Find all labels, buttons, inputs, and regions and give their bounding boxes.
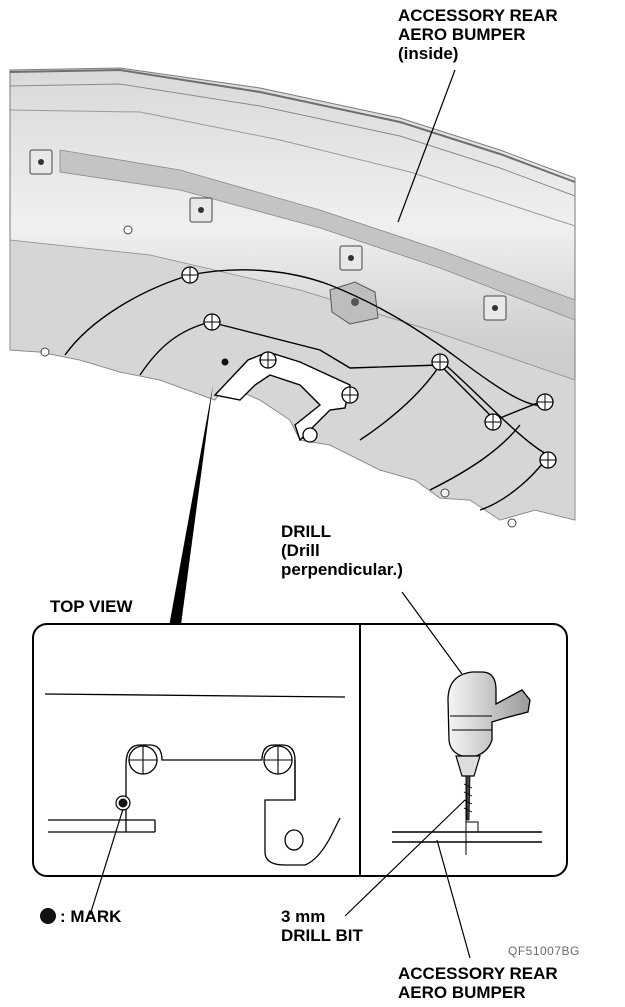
- mark-legend-label: : MARK: [60, 907, 122, 926]
- drill-label: DRILL (Drill perpendicular.): [281, 522, 403, 579]
- drill-icon: [392, 671, 542, 855]
- callout-pointer: [168, 385, 213, 632]
- detail-box: [32, 623, 568, 877]
- drill-bit-label: 3 mm DRILL BIT: [281, 907, 363, 945]
- bumper-body: [9, 67, 576, 528]
- mark-dot-icon: [221, 358, 229, 366]
- mark-dot-icon: [40, 908, 56, 924]
- mark-dot-icon: [118, 798, 128, 808]
- bumper-label: ACCESSORY REAR AERO BUMPER: [398, 964, 558, 1002]
- top-view-drawing: [44, 693, 346, 866]
- top-view-label: TOP VIEW: [50, 597, 133, 616]
- figure-code: QF51007BG: [508, 944, 580, 958]
- bumper-inside-label: ACCESSORY REAR AERO BUMPER (inside): [398, 6, 558, 63]
